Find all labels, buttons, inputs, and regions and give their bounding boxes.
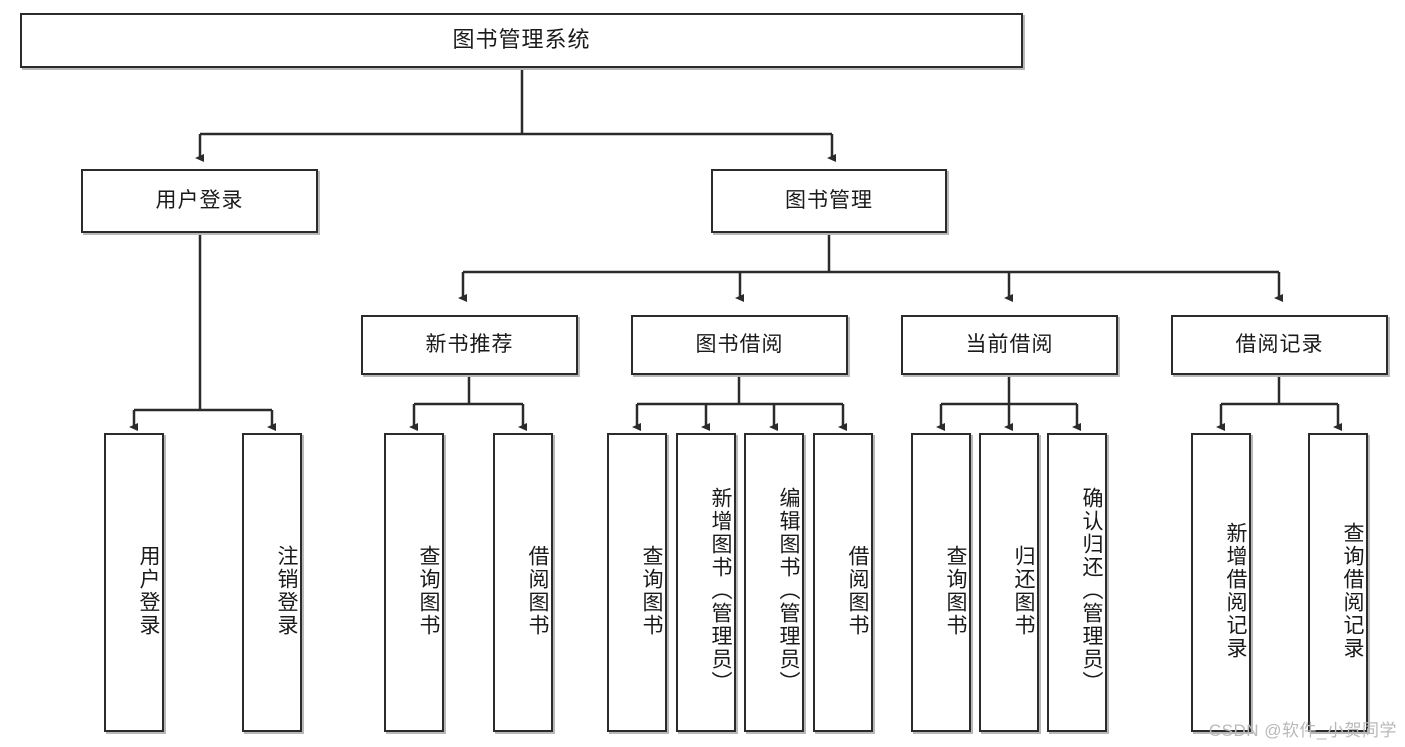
node-new-book-rec[interactable]: 新书推荐 [361,315,578,375]
node-leaf-add-record[interactable]: 新增借阅记录 [1191,433,1251,732]
node-leaf-logout-login[interactable]: 注销登录 [242,433,302,732]
node-leaf-borrow-book-2[interactable]: 借阅图书 [813,433,873,732]
node-leaf-user-login-label: 用户登录 [137,544,160,637]
node-current-borrow-label: 当前借阅 [965,333,1054,357]
node-leaf-borrow-book-2-label: 借阅图书 [846,544,869,637]
node-current-borrow[interactable]: 当前借阅 [901,315,1118,375]
node-leaf-add-book[interactable]: 新增图书（管理员） [676,433,736,732]
node-leaf-logout-login-label: 注销登录 [275,544,298,637]
node-leaf-query-book-1-label: 查询图书 [417,544,440,637]
node-leaf-return-book-label: 归还图书 [1012,544,1035,637]
node-new-book-rec-label: 新书推荐 [425,333,514,357]
node-book-borrow[interactable]: 图书借阅 [631,315,848,375]
node-user-login[interactable]: 用户登录 [81,169,318,233]
node-leaf-query-record-label: 查询借阅记录 [1341,521,1364,660]
node-book-manage-label: 图书管理 [785,189,873,213]
node-root[interactable]: 图书管理系统 [20,13,1023,68]
node-borrow-record-label: 借阅记录 [1235,333,1324,357]
node-user-login-label: 用户登录 [155,189,244,213]
node-leaf-query-book-2[interactable]: 查询图书 [607,433,667,732]
node-leaf-borrow-book-1-label: 借阅图书 [526,544,549,637]
node-leaf-user-login[interactable]: 用户登录 [104,433,164,732]
node-leaf-borrow-book-1[interactable]: 借阅图书 [493,433,553,732]
node-leaf-add-book-label: 新增图书（管理员） [709,487,732,694]
node-leaf-query-book-2-label: 查询图书 [640,544,663,637]
node-leaf-confirm-return[interactable]: 确认归还（管理员） [1047,433,1107,732]
node-book-borrow-label: 图书借阅 [695,333,784,357]
node-root-label: 图书管理系统 [452,27,591,53]
node-leaf-return-book[interactable]: 归还图书 [979,433,1039,732]
node-leaf-edit-book[interactable]: 编辑图书（管理员） [744,433,804,732]
node-leaf-query-book-3-label: 查询图书 [944,544,967,637]
node-book-manage[interactable]: 图书管理 [711,169,947,233]
node-leaf-query-book-3[interactable]: 查询图书 [911,433,971,732]
node-leaf-edit-book-label: 编辑图书（管理员） [777,487,800,694]
node-leaf-confirm-return-label: 确认归还（管理员） [1080,487,1103,694]
node-leaf-query-record[interactable]: 查询借阅记录 [1308,433,1368,732]
node-leaf-add-record-label: 新增借阅记录 [1224,521,1247,660]
node-borrow-record[interactable]: 借阅记录 [1171,315,1388,375]
csdn-watermark: CSDN @软件_小贺同学 [1208,721,1397,740]
node-leaf-query-book-1[interactable]: 查询图书 [384,433,444,732]
